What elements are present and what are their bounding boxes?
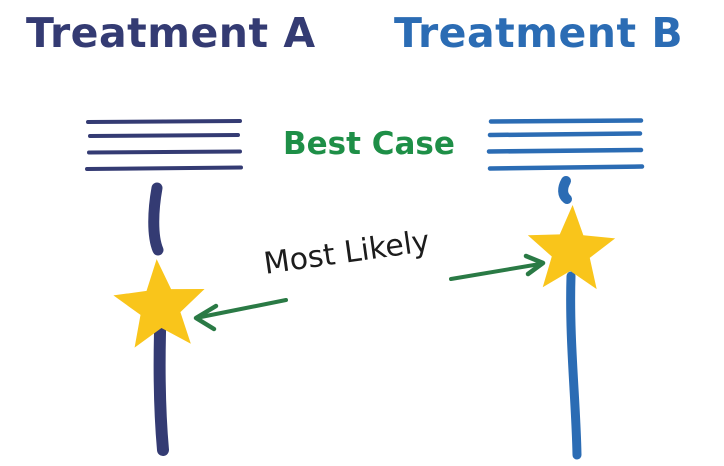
treatment-a-hatch-lines-icon xyxy=(85,119,243,171)
treatment-b-hatch-lines-icon xyxy=(486,118,645,171)
treatment-b-title: Treatment B xyxy=(394,9,684,57)
most-likely-arrow-left-icon xyxy=(193,298,288,332)
treatment-b-interval-dash xyxy=(558,176,572,204)
most-likely-arrow-right-icon xyxy=(449,253,546,281)
hatch-line xyxy=(85,165,243,171)
treatment-b-interval-line xyxy=(566,271,582,460)
hatch-line xyxy=(87,149,242,155)
hatch-line xyxy=(487,131,643,138)
hatch-line xyxy=(486,147,644,154)
treatment-a-star-icon xyxy=(113,259,205,348)
treatment-a-title: Treatment A xyxy=(26,9,316,57)
hatch-line xyxy=(86,119,242,124)
hatch-line xyxy=(487,164,645,171)
hatch-line xyxy=(88,133,240,138)
treatment-a-interval-line-upper xyxy=(148,182,164,256)
best-case-label: Best Case xyxy=(283,126,455,162)
treatment-b-star-icon xyxy=(527,205,616,290)
hatch-line xyxy=(488,118,644,124)
